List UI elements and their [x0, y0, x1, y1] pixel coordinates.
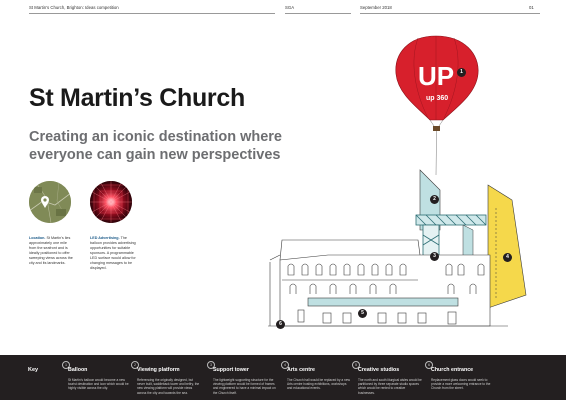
key-label: Key — [28, 367, 39, 373]
key-title: Creative studios — [358, 367, 400, 373]
marker-arts-centre: 4 — [503, 253, 512, 262]
arts-centre — [487, 184, 527, 309]
marker-creative-studios: 5 — [358, 309, 367, 318]
balloon-sublogo: up 360 — [426, 95, 448, 102]
led-caption: LED Advertising. The balloon provides ad… — [90, 236, 136, 270]
page-title: St Martin’s Church — [29, 84, 245, 112]
hot-air-balloon: UP up 360 — [395, 35, 479, 176]
key-text: The lightweight supporting structure for… — [213, 378, 276, 395]
location-caption: Location. St Martin's lies approximately… — [29, 236, 73, 265]
key-text: St Martin's balloon would become a new t… — [68, 378, 129, 391]
church-illustration: UP up 360 — [268, 35, 527, 327]
key-title: Support tower — [213, 367, 249, 373]
header-rule — [29, 13, 275, 14]
key-text: Replacement glass doors would seek to pr… — [431, 378, 491, 391]
page-header: St Martin's Church, Brighton: Ideas comp… — [0, 0, 566, 16]
page-subtitle: Creating an iconic destination where eve… — [29, 129, 282, 163]
marker-viewing-platform: 2 — [430, 195, 439, 204]
key-title: Viewing platform — [137, 367, 180, 373]
header-rule — [285, 13, 351, 14]
led-tunnel-image — [90, 181, 132, 223]
marker-church-entrance: 6 — [276, 320, 285, 329]
key-title: Balloon — [68, 367, 88, 373]
truss-frame — [415, 214, 487, 226]
header-project: St Martin's Church, Brighton: Ideas comp… — [29, 5, 119, 10]
key-text: The north and south liturgical aisles wo… — [358, 378, 422, 395]
marker-balloon: 1 — [457, 68, 466, 77]
key-number: 1 — [62, 361, 70, 369]
footer-key: Key 1 Balloon St Martin's balloon would … — [0, 355, 566, 400]
key-number: 3 — [207, 361, 215, 369]
caption-label: Location — [29, 236, 45, 240]
header-date: September 2018 — [360, 5, 392, 10]
key-number: 5 — [352, 361, 360, 369]
key-text: Referencing the originally designed, but… — [137, 378, 200, 395]
key-number: 6 — [425, 361, 433, 369]
key-number: 4 — [281, 361, 289, 369]
key-title: Church entrance — [431, 367, 474, 373]
caption-label: LED Advertising — [90, 236, 119, 240]
key-number: 2 — [131, 361, 139, 369]
caption-text: The balloon provides advertising opportu… — [90, 236, 136, 270]
page-number: 01 — [529, 5, 534, 10]
caption-text: St Martin's lies approximately one mile … — [29, 236, 73, 265]
balloon-logo: UP — [418, 61, 454, 91]
header-org: SGA — [285, 5, 295, 10]
location-map-image — [29, 181, 71, 223]
key-title: Arts centre — [287, 367, 315, 373]
marker-support-tower: 3 — [430, 252, 439, 261]
key-text: The Church hall would be replaced by a n… — [287, 378, 350, 391]
header-rule — [360, 13, 540, 14]
church-building — [268, 239, 508, 327]
